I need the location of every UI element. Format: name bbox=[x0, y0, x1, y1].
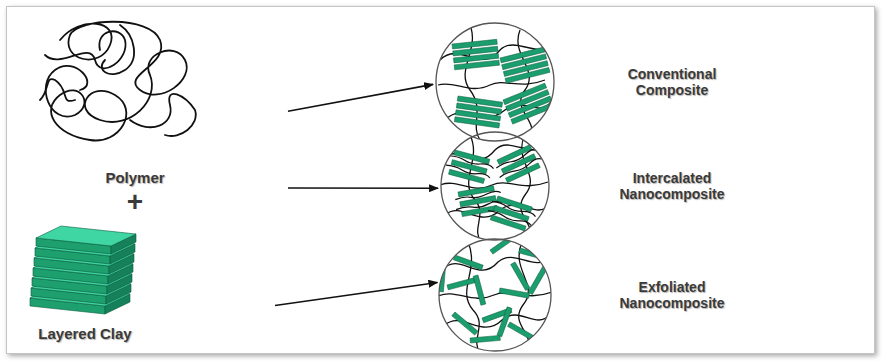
circle-outline bbox=[440, 131, 550, 241]
node-label: Layered Clay bbox=[25, 326, 145, 342]
clay-group: Layered Clay bbox=[25, 215, 275, 350]
circle-outline bbox=[436, 23, 554, 141]
node-label: Intercalated Nanocomposite bbox=[617, 170, 727, 202]
intercalated-structure bbox=[440, 135, 550, 242]
composite-circle: Exfoliated Nanocomposite bbox=[438, 238, 552, 352]
exfoliated-structure bbox=[438, 233, 552, 352]
node-label: Conventional Composite bbox=[617, 66, 727, 98]
node-label: Polymer bbox=[20, 170, 250, 186]
plus-sign: + bbox=[115, 188, 155, 216]
polymer-group: Polymer bbox=[20, 15, 288, 200]
circle-outline bbox=[439, 239, 551, 351]
composite-circle: Intercalated Nanocomposite bbox=[440, 131, 550, 241]
arrow-connector bbox=[275, 282, 437, 305]
circle-outline bbox=[438, 238, 552, 352]
circle-outline bbox=[435, 22, 555, 142]
circle-outline bbox=[441, 132, 549, 240]
arrow-connector bbox=[288, 84, 433, 111]
arrow-connector bbox=[288, 187, 438, 189]
node-label: Exfoliated Nanocomposite bbox=[617, 279, 727, 311]
polymer-chain bbox=[40, 22, 196, 141]
clay-stack bbox=[30, 226, 136, 314]
composite-circle: Conventional Composite bbox=[435, 22, 555, 142]
